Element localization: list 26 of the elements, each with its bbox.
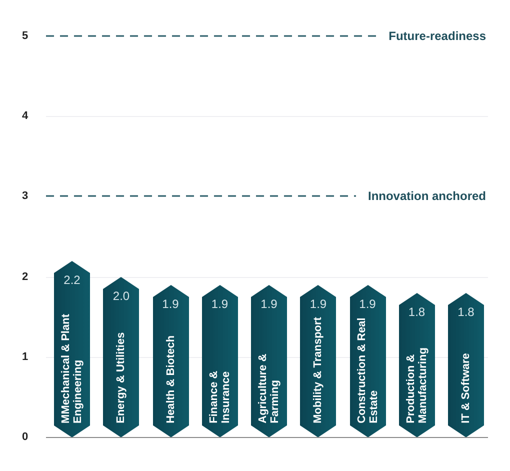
- category-label: Mobility & Transport: [312, 316, 324, 423]
- data-label: 1.9: [210, 296, 230, 311]
- axis-tick-label: 1: [22, 350, 30, 363]
- data-label: 1.9: [161, 296, 180, 311]
- reference-label: Innovation anchored: [368, 189, 486, 204]
- axis-tick-label: 0: [22, 431, 30, 443]
- category-label: Construction & Real Estate: [356, 316, 380, 423]
- axis-tick-label: 3: [22, 190, 30, 202]
- category-label: Energy & Utilities: [115, 330, 128, 423]
- axis-tick-label: 2: [22, 270, 30, 283]
- category-label: Production & Manufacturing: [404, 346, 429, 423]
- category-label: Finance & Insurance: [208, 369, 232, 423]
- data-label: 1.9: [260, 296, 278, 311]
- category-label: Agriculture & Farming: [257, 352, 281, 423]
- reference-label: Future-readiness: [388, 29, 486, 43]
- data-label: 1.9: [308, 296, 328, 311]
- category-label: IT & Software: [460, 352, 472, 423]
- data-label: 2.0: [112, 288, 131, 303]
- category-label: Health & Biotech: [164, 334, 176, 423]
- data-label: 1.8: [407, 304, 426, 319]
- axis-tick-label: 4: [22, 110, 30, 122]
- data-label: 1.9: [358, 296, 377, 311]
- data-label: 1.8: [456, 304, 476, 319]
- data-label: 2.2: [62, 272, 82, 287]
- category-label: MMechanical & Plant Engineering: [60, 312, 84, 423]
- axis-tick-label: 5: [22, 30, 30, 42]
